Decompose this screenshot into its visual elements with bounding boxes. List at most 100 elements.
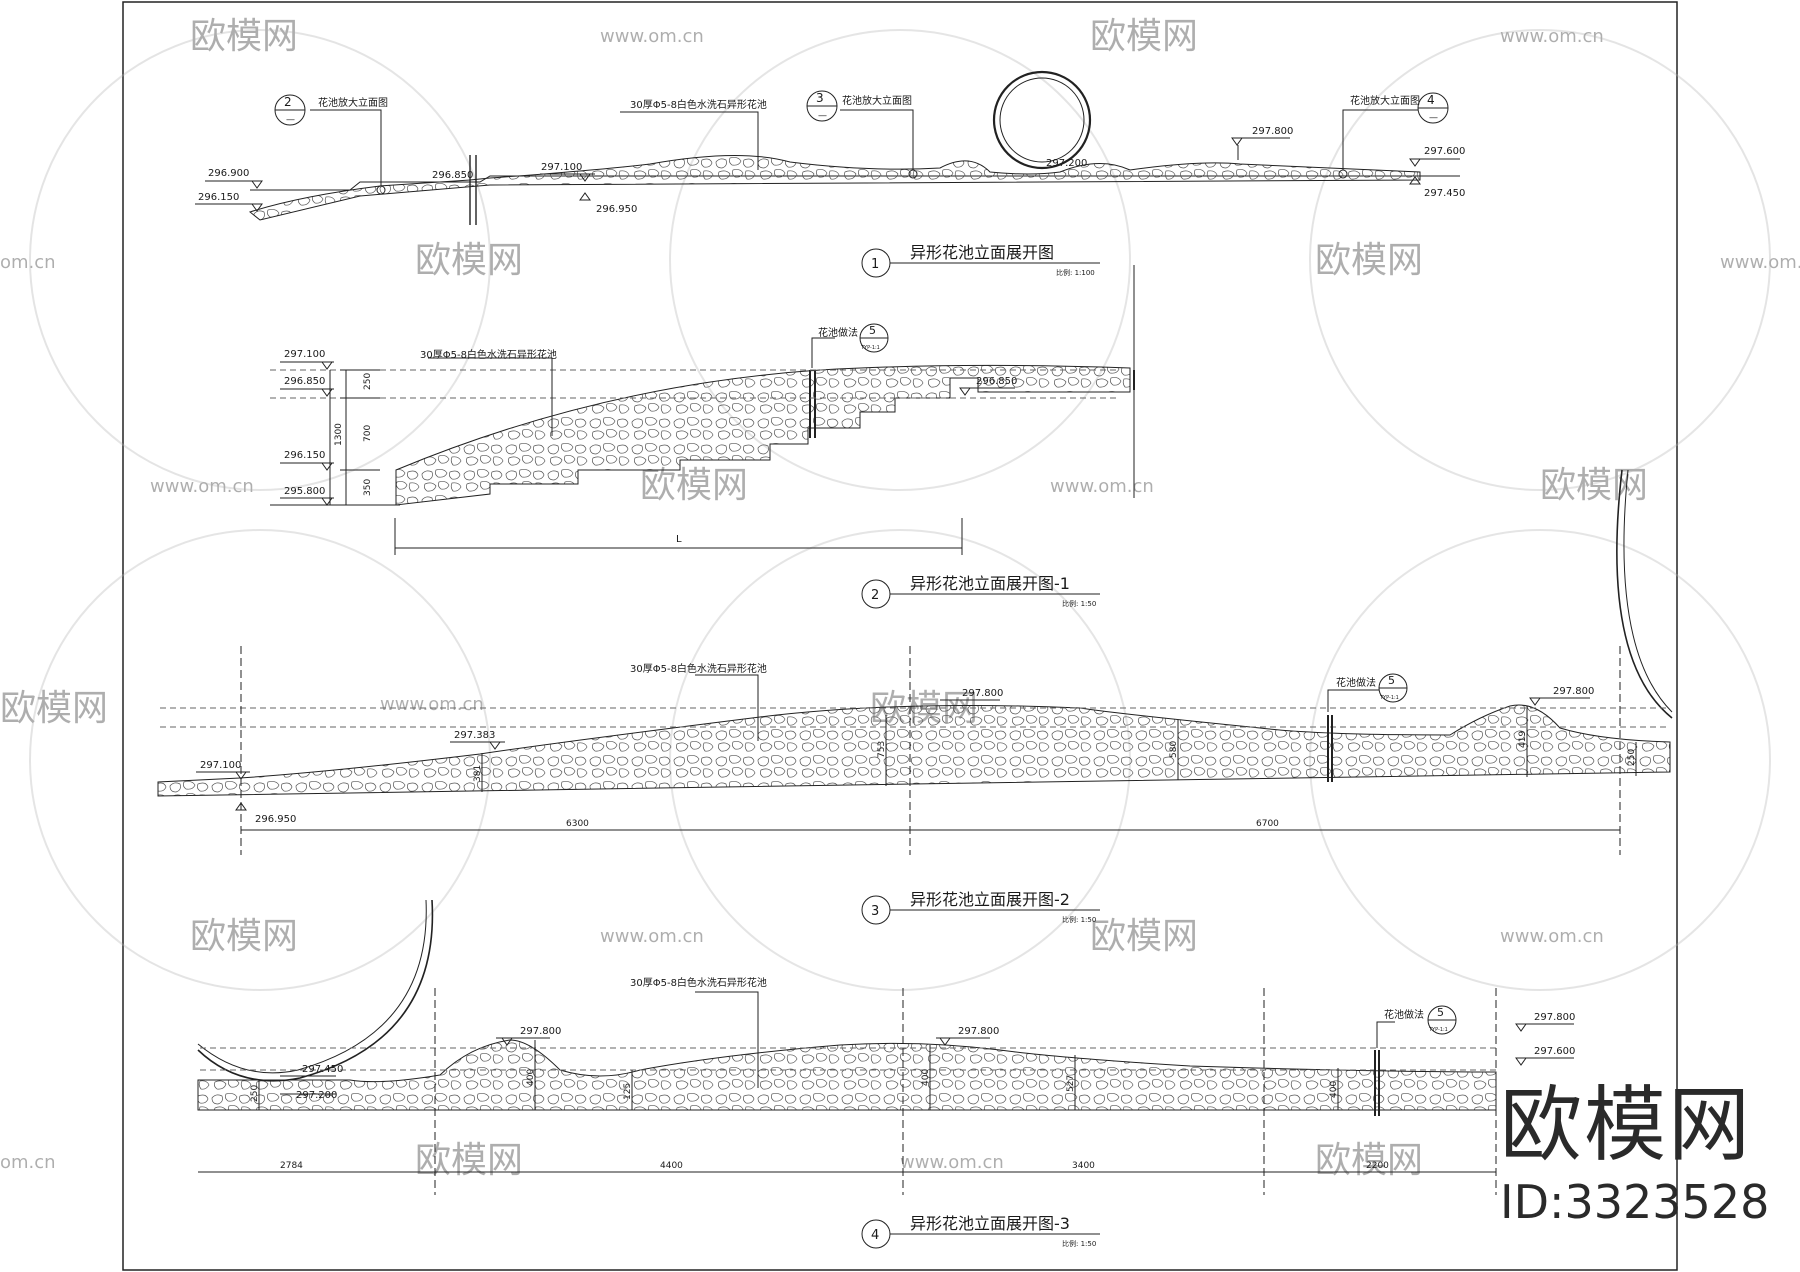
watermark-text: 欧模网 [1315, 1140, 1423, 1181]
view-4-detail-callout: 花池做法 5 TYP-1:1 [1384, 1005, 1457, 1035]
brand-id: ID:3323528 [1500, 1175, 1770, 1229]
svg-text:381: 381 [473, 765, 483, 782]
svg-text:L: L [676, 534, 682, 545]
view-3-detail-callout: 花池做法 5 TYP-1:1 [1336, 673, 1408, 703]
watermark-url: www.om.cn [1720, 252, 1800, 273]
watermark-text: 欧模网 [415, 1140, 523, 1181]
svg-text:296.150: 296.150 [284, 450, 325, 461]
view-1-callout-mid: 3 — 花池放大立面图 [806, 90, 912, 122]
svg-text:527: 527 [1066, 1075, 1076, 1092]
svg-text:296.900: 296.900 [208, 168, 249, 179]
view-1-overall-elevation [248, 70, 1460, 225]
brand-watermark: 欧模网 ID:3323528 [1500, 1078, 1800, 1229]
view-2-section-detail [270, 265, 1135, 555]
svg-text:4: 4 [1427, 93, 1435, 107]
watermark-text: 欧模网 [1090, 16, 1198, 57]
svg-text:700: 700 [363, 425, 373, 442]
svg-text:297.600: 297.600 [1534, 1046, 1575, 1057]
svg-text:297.600: 297.600 [1424, 146, 1465, 157]
view-2-dimensions: 250 700 350 1300 L [334, 373, 682, 545]
svg-text:297.800: 297.800 [1252, 126, 1293, 137]
svg-text:—: — [818, 111, 827, 121]
view-4-stone-body [197, 1039, 1497, 1111]
watermark-arcs [29, 29, 1771, 991]
svg-text:296.850: 296.850 [432, 170, 473, 181]
svg-text:297.800: 297.800 [962, 688, 1003, 699]
svg-text:1: 1 [871, 257, 879, 272]
view-3-material-note: 30厚Φ5-8白色水洗石异形花池 [630, 662, 767, 675]
svg-text:—: — [1429, 113, 1438, 123]
svg-text:2: 2 [284, 95, 292, 109]
watermark-text: 欧模网 [415, 240, 523, 281]
svg-text:异形花池立面展开图: 异形花池立面展开图 [910, 243, 1054, 262]
svg-text:花池做法: 花池做法 [1384, 1008, 1424, 1021]
svg-text:4: 4 [871, 1228, 879, 1243]
watermark-text: 欧模网 [1315, 240, 1423, 281]
sheet-frame [122, 1, 1678, 1271]
svg-text:419: 419 [1518, 731, 1528, 748]
view-1-stone-body [248, 155, 1421, 221]
svg-text:295.800: 295.800 [284, 486, 325, 497]
view-3-stone-body [157, 704, 1671, 797]
watermark-layer: 欧模网 欧模网 欧模网 欧模网 欧模网 欧模网 欧模网 欧模网 欧模网 欧模网 … [0, 16, 1800, 1181]
svg-text:3: 3 [871, 904, 879, 919]
brand-name: 欧模网 [1500, 1078, 1753, 1173]
view-1-title-block: 1 异形花池立面展开图 比例: 1:100 [861, 243, 1100, 278]
svg-text:5: 5 [1437, 1006, 1444, 1019]
svg-text:580: 580 [1169, 741, 1179, 758]
view-2-level-marks: 297.100 296.850 296.150 295.800 296.850 [280, 349, 1017, 506]
view-4-level-marks: 297.800 297.450 297.200 297.800 297.800 … [280, 1012, 1575, 1101]
watermark-url: www.om.cn [380, 694, 484, 715]
svg-text:296.950: 296.950 [596, 204, 637, 215]
view-1-moon-gate [992, 70, 1092, 170]
svg-text:297.200: 297.200 [296, 1090, 337, 1101]
svg-text:—: — [286, 115, 295, 125]
svg-text:250: 250 [250, 1085, 260, 1102]
svg-text:3400: 3400 [1072, 1161, 1095, 1171]
svg-text:297.800: 297.800 [1534, 1012, 1575, 1023]
view-1-material-note: 30厚Φ5-8白色水洗石异形花池 [630, 98, 767, 111]
svg-text:比例: 1:100: 比例: 1:100 [1056, 268, 1095, 277]
view-3-title-block: 3 异形花池立面展开图-2 比例: 1:50 [861, 890, 1100, 925]
svg-text:297.100: 297.100 [541, 162, 582, 173]
svg-text:TYP-1:1: TYP-1:1 [860, 345, 880, 351]
svg-text:2200: 2200 [1366, 1161, 1389, 1171]
svg-text:296.850: 296.850 [976, 376, 1017, 387]
svg-text:400: 400 [526, 1069, 536, 1086]
svg-text:异形花池立面展开图-3: 异形花池立面展开图-3 [910, 1214, 1070, 1233]
svg-text:1300: 1300 [334, 423, 344, 446]
svg-text:297.100: 297.100 [200, 760, 241, 771]
svg-text:比例: 1:50: 比例: 1:50 [1062, 1239, 1096, 1248]
view-3-dimensions: 381 753 580 419 250 6300 6700 [473, 731, 1637, 829]
view-1-callout-left: 2 — 花池放大立面图 [274, 94, 388, 126]
svg-text:297.800: 297.800 [520, 1026, 561, 1037]
svg-text:异形花池立面展开图-1: 异形花池立面展开图-1 [910, 574, 1070, 593]
watermark-url: www.om.cn [1500, 26, 1604, 47]
svg-text:2: 2 [871, 588, 879, 603]
view-2-title-block: 2 异形花池立面展开图-1 比例: 1:50 [861, 574, 1100, 609]
svg-text:297.383: 297.383 [454, 730, 495, 741]
svg-text:TYP-1:1: TYP-1:1 [1379, 695, 1399, 701]
svg-text:296.150: 296.150 [198, 192, 239, 203]
svg-text:4400: 4400 [660, 1161, 683, 1171]
watermark-url: om.cn [0, 252, 56, 273]
view-4-arc-left [197, 899, 434, 1082]
svg-text:296.850: 296.850 [284, 376, 325, 387]
watermark-text: 欧模网 [190, 16, 298, 57]
svg-text:花池放大立面图: 花池放大立面图 [318, 96, 388, 109]
watermark-url: www.om.cn [1500, 926, 1604, 947]
svg-text:296.950: 296.950 [255, 814, 296, 825]
svg-text:753: 753 [877, 741, 887, 758]
svg-text:297.450: 297.450 [302, 1064, 343, 1075]
view-1-level-marks: 296.900 296.150 296.850 297.100 296.950 … [195, 126, 1465, 215]
svg-text:2784: 2784 [280, 1161, 303, 1171]
view-4-material-note: 30厚Φ5-8白色水洗石异形花池 [630, 976, 767, 989]
svg-text:3: 3 [816, 91, 824, 105]
svg-text:比例: 1:50: 比例: 1:50 [1062, 599, 1096, 608]
svg-text:5: 5 [869, 324, 876, 337]
view-2-stone-body [395, 364, 1131, 506]
svg-text:花池放大立面图: 花池放大立面图 [1350, 94, 1420, 107]
svg-text:异形花池立面展开图-2: 异形花池立面展开图-2 [910, 890, 1070, 909]
svg-text:比例: 1:50: 比例: 1:50 [1062, 915, 1096, 924]
